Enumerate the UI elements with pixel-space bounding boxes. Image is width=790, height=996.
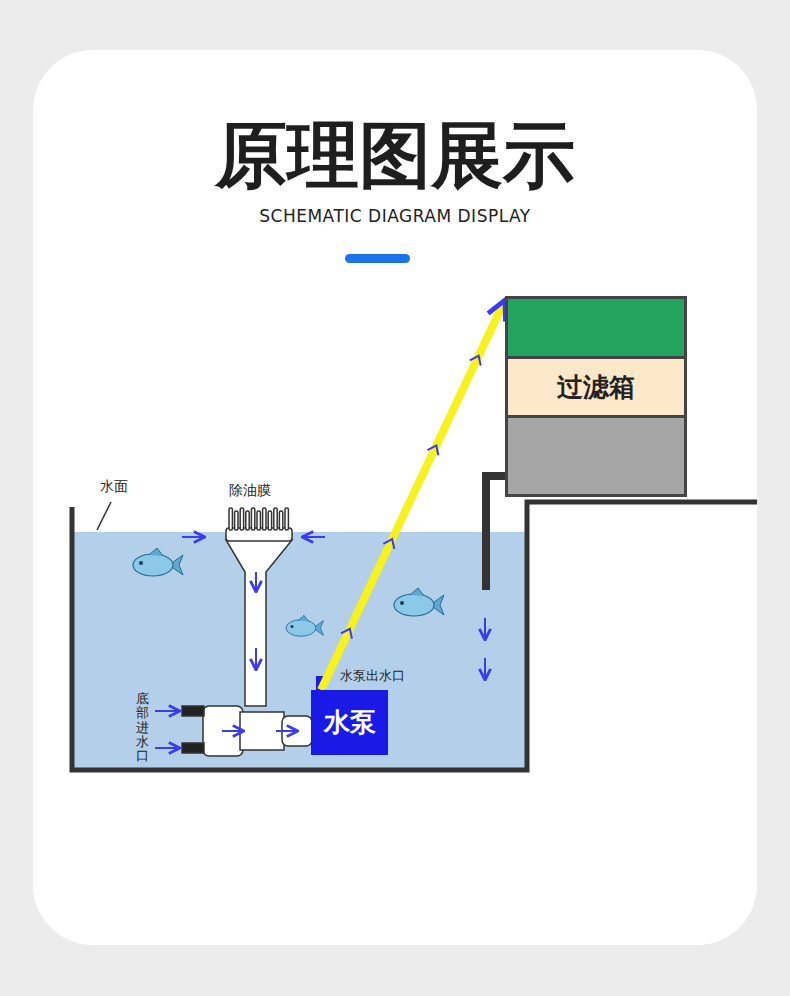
flow-arrow: [155, 747, 180, 749]
accent-bar: [345, 254, 410, 263]
filter-layer: [508, 299, 684, 359]
flow-arrow: [255, 648, 257, 670]
return-pipe: [486, 476, 506, 590]
filter-layer: 过滤箱: [508, 359, 684, 418]
subtitle: SCHEMATIC DIAGRAM DISPLAY: [0, 206, 790, 226]
skimmer-teeth: [240, 508, 243, 530]
fish: [394, 594, 434, 616]
skimmer-body: [203, 706, 243, 756]
flow-chevron: [383, 537, 397, 549]
fish: [298, 615, 309, 621]
flow-chevron: [341, 626, 355, 638]
skimmer-teeth: [235, 511, 238, 530]
fish: [291, 625, 294, 628]
flow-arrow: [276, 730, 298, 732]
node-text: 过滤箱: [557, 370, 635, 405]
fish: [400, 601, 404, 605]
fish: [410, 588, 424, 596]
fish: [286, 620, 316, 637]
skimmer-teeth: [274, 508, 277, 530]
flow-chevron: [470, 353, 484, 365]
water: [72, 532, 527, 770]
tank: [72, 476, 757, 770]
fish: [133, 548, 183, 576]
flow-arrow: [484, 658, 486, 680]
flow-arrow: [302, 536, 325, 538]
skimmer-teeth: [263, 508, 266, 530]
skimmer-teeth: [257, 511, 260, 530]
surface-label: 水面: [100, 478, 128, 496]
skimmer-teeth: [229, 508, 288, 530]
flow-arrow: [222, 730, 244, 732]
title: 原理图展示: [0, 108, 790, 204]
filter-box: 过滤箱: [505, 296, 687, 497]
node-text: 水泵: [324, 705, 376, 740]
bottom-inlet: [182, 706, 204, 716]
fish: [139, 561, 143, 565]
flow-arrow: [155, 710, 180, 712]
bottom-inlet: [182, 743, 204, 753]
skimmer-teeth: [246, 511, 249, 530]
part-label: 水泵出水口: [340, 667, 405, 685]
fish: [133, 548, 444, 636]
hose: [321, 300, 505, 690]
fish: [149, 548, 163, 556]
part-label: 底部进水口: [136, 692, 149, 763]
leader-line: [97, 502, 111, 530]
skimmer-teeth: [268, 511, 271, 530]
skimmer-funnel: [226, 540, 292, 706]
pump-box: 水泵: [311, 690, 388, 755]
fish: [133, 554, 173, 576]
tank-wall: [72, 502, 757, 770]
skimmer-teeth: [285, 508, 288, 530]
flow-arrow: [484, 618, 486, 640]
skimmer-teeth: [229, 508, 232, 530]
flow-arrow: [255, 572, 257, 592]
part-label: 除油膜: [229, 482, 271, 500]
fish: [394, 588, 444, 616]
skimmer-teeth: [279, 511, 282, 530]
fish: [286, 615, 324, 636]
flow-chevron: [428, 443, 442, 455]
flow-arrow: [182, 536, 205, 538]
skimmer-teeth: [251, 508, 254, 530]
